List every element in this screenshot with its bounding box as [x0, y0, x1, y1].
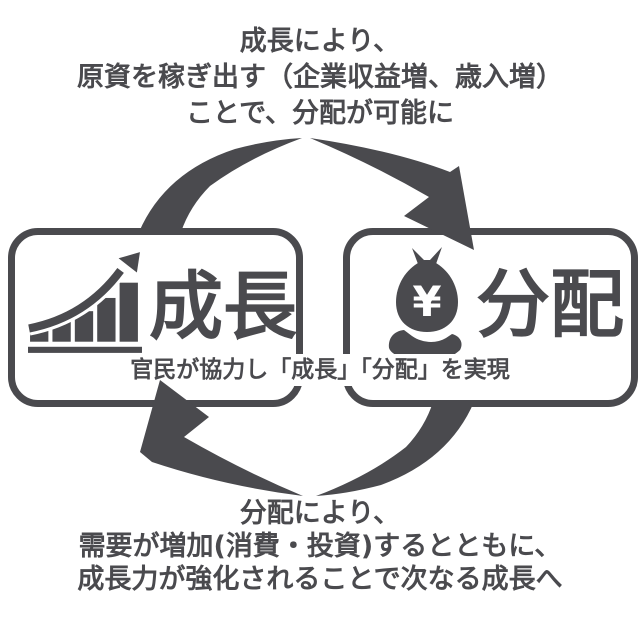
- top-caption: 成長により、 原資を稼ぎ出す（企業収益増、歳入増） ことで、分配が可能に: [0, 24, 640, 132]
- bar-3: [74, 311, 94, 342]
- baseline: [28, 346, 142, 353]
- yen-symbol: ¥: [412, 277, 441, 326]
- distribution-label: 分配: [476, 262, 624, 348]
- caption-line: ことで、分配が可能に: [185, 98, 455, 129]
- bar-5: [119, 282, 138, 342]
- growth-box: 成長: [8, 228, 303, 407]
- caption-line: 成長力が強化されることで次なる成長へ: [77, 564, 563, 595]
- money-bag-on-hand-icon: ¥: [386, 246, 468, 364]
- swoosh-stroke: [28, 268, 124, 333]
- growth-label: 成長: [149, 264, 297, 350]
- money-bag-on-hand-icon-svg: ¥: [388, 247, 462, 362]
- caption-line: 需要が増加(消費・投資)するとともに、: [78, 531, 562, 562]
- bar-4: [97, 297, 116, 342]
- middle-caption: 官民が協力し「成長」「分配」を実現: [122, 354, 518, 386]
- caption-line: 原資を稼ぎ出す（企業収益増、歳入増）: [77, 62, 563, 93]
- arrow-distribution-to-growth-tail: [316, 402, 474, 496]
- hand: [388, 330, 462, 362]
- caption-line: 分配により、: [239, 498, 401, 529]
- arrow-growth-to-distribution-tail: [139, 138, 302, 232]
- growth-bar-chart-icon-svg: [27, 252, 142, 353]
- bag-tie: [412, 247, 442, 264]
- growth-bar-chart-icon: [27, 248, 143, 354]
- swoosh-arrowhead: [118, 252, 140, 273]
- bag-body: [396, 262, 458, 332]
- bottom-caption: 分配により、 需要が増加(消費・投資)するとともに、 成長力が強化されることで次…: [0, 497, 640, 596]
- caption-line: 成長により、: [239, 26, 401, 57]
